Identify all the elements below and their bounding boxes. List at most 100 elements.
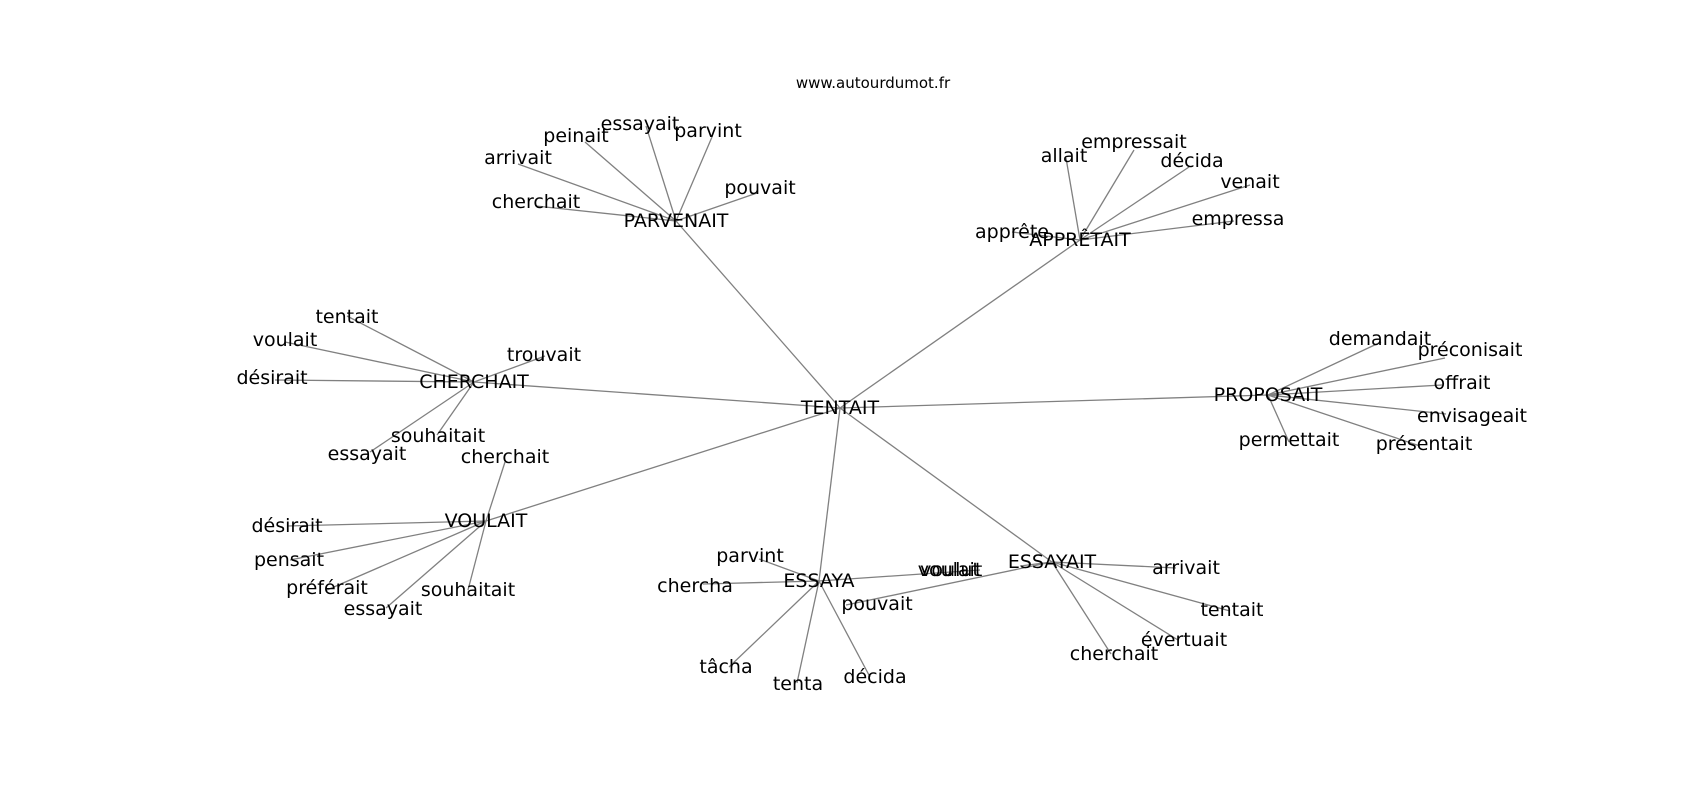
leaf-node: empressait [1081,131,1187,153]
edge-6-3 [1051,561,1231,612]
edge-4-5 [467,520,487,591]
edge-6-2 [1051,561,1177,569]
graph-edges [274,125,1447,684]
leaf-node: essayait [344,598,423,620]
leaf-node: présentait [1376,433,1473,455]
leaf-node: trouvait [507,344,581,366]
edge-4-1 [286,520,487,527]
leaf-node: chercha [657,575,733,597]
edge-center-5 [818,407,841,582]
leaf-node: demandait [1329,328,1431,350]
leaf-node: allait [1041,145,1088,167]
edge-2-0 [346,315,475,383]
edge-3-2 [1267,384,1443,396]
edge-5-2 [728,580,820,668]
edge-3-3 [1267,394,1447,415]
leaf-node: tentait [1200,599,1263,621]
center-node: TENTAIT [800,397,880,419]
hub-node: PROPOSAIT [1214,384,1323,406]
leaf-node: préférait [286,577,368,599]
hub-node: VOULAIT [445,510,528,532]
leaf-node: évertuait [1141,629,1227,651]
edge-5-1 [702,580,820,585]
edge-0-1 [517,163,677,222]
leaf-node: parvint [674,120,742,142]
leaf-node: décida [1160,150,1223,172]
leaf-node: voulait [918,559,983,581]
leaf-node: cherchait [1070,643,1158,665]
leaf-node: pouvait [724,177,795,199]
hub-node: APPRÊTAIT [1029,228,1131,251]
leaf-node: voulait [253,329,318,351]
edge-2-2 [274,379,475,383]
leaf-node: essayait [328,443,407,465]
hub-node: ESSAYA [783,570,854,592]
edge-4-2 [289,520,487,561]
edge-1-4 [1079,184,1251,241]
leaf-node: souhaitait [391,425,485,447]
leaf-node: parvint [716,545,784,567]
edge-5-3 [796,580,820,684]
leaf-node: venait [1220,171,1279,193]
edge-1-5 [1079,220,1235,241]
edge-5-0 [758,558,820,582]
edge-3-5 [1267,394,1290,443]
leaf-node: tentait [315,306,378,328]
edge-center-0 [675,220,841,409]
leaf-node: voulut [920,559,980,581]
edge-0-2 [584,141,677,222]
edge-3-1 [1267,357,1446,396]
leaf-node: désirait [251,515,322,537]
leaf-node: peinait [543,125,608,147]
edge-4-0 [485,461,506,522]
graph-labels: www.autourdumot.fr TENTAIT PARVENAIT cherc… [236,74,1527,695]
edge-3-4 [1267,394,1421,447]
edge-center-2 [473,381,841,409]
edge-center-1 [839,239,1081,409]
leaf-node: décida [843,666,906,688]
leaf-node: apprête [975,221,1049,243]
edge-center-4 [485,407,841,522]
edge-0-4 [675,136,713,222]
edge-4-4 [385,520,487,609]
edge-center-6 [839,407,1053,563]
leaf-node: cherchait [492,191,580,213]
edge-1-1 [1065,157,1081,241]
hub-node: ESSAYAIT [1008,551,1097,573]
source-label: www.autourdumot.fr [796,74,951,92]
edge-6-1 [845,561,1053,606]
edge-0-0 [535,205,677,222]
leaf-node: tâcha [699,656,752,678]
leaf-node: arrivait [1152,557,1220,579]
edge-1-3 [1079,166,1190,241]
leaf-node: essayait [601,113,680,135]
leaf-node: offrait [1434,372,1491,394]
edge-6-5 [1051,561,1112,655]
edge-1-2 [1079,149,1135,241]
leaf-node: souhaitait [421,579,515,601]
leaf-node: pensait [254,549,324,571]
edge-2-4 [436,381,475,436]
edge-0-5 [675,192,758,222]
leaf-node: désirait [236,367,307,389]
leaf-node: cherchait [461,446,549,468]
edge-4-3 [326,520,487,591]
edge-2-3 [473,355,546,383]
leaf-node: empressa [1192,208,1285,230]
edge-3-0 [1267,341,1382,396]
leaf-node: tenta [773,673,823,695]
edge-5-4 [818,580,871,678]
edge-2-1 [284,341,475,383]
leaf-node: préconisait [1418,339,1523,361]
leaf-node: pouvait [841,593,912,615]
leaf-node: permettait [1239,429,1340,451]
edge-1-0 [1011,231,1081,241]
hub-node: PARVENAIT [624,210,729,232]
edge-5-5 [818,569,981,582]
edge-2-5 [369,381,475,453]
leaf-node: envisageait [1417,405,1527,427]
leaf-node: arrivait [484,147,552,169]
edge-6-4 [1051,561,1179,641]
